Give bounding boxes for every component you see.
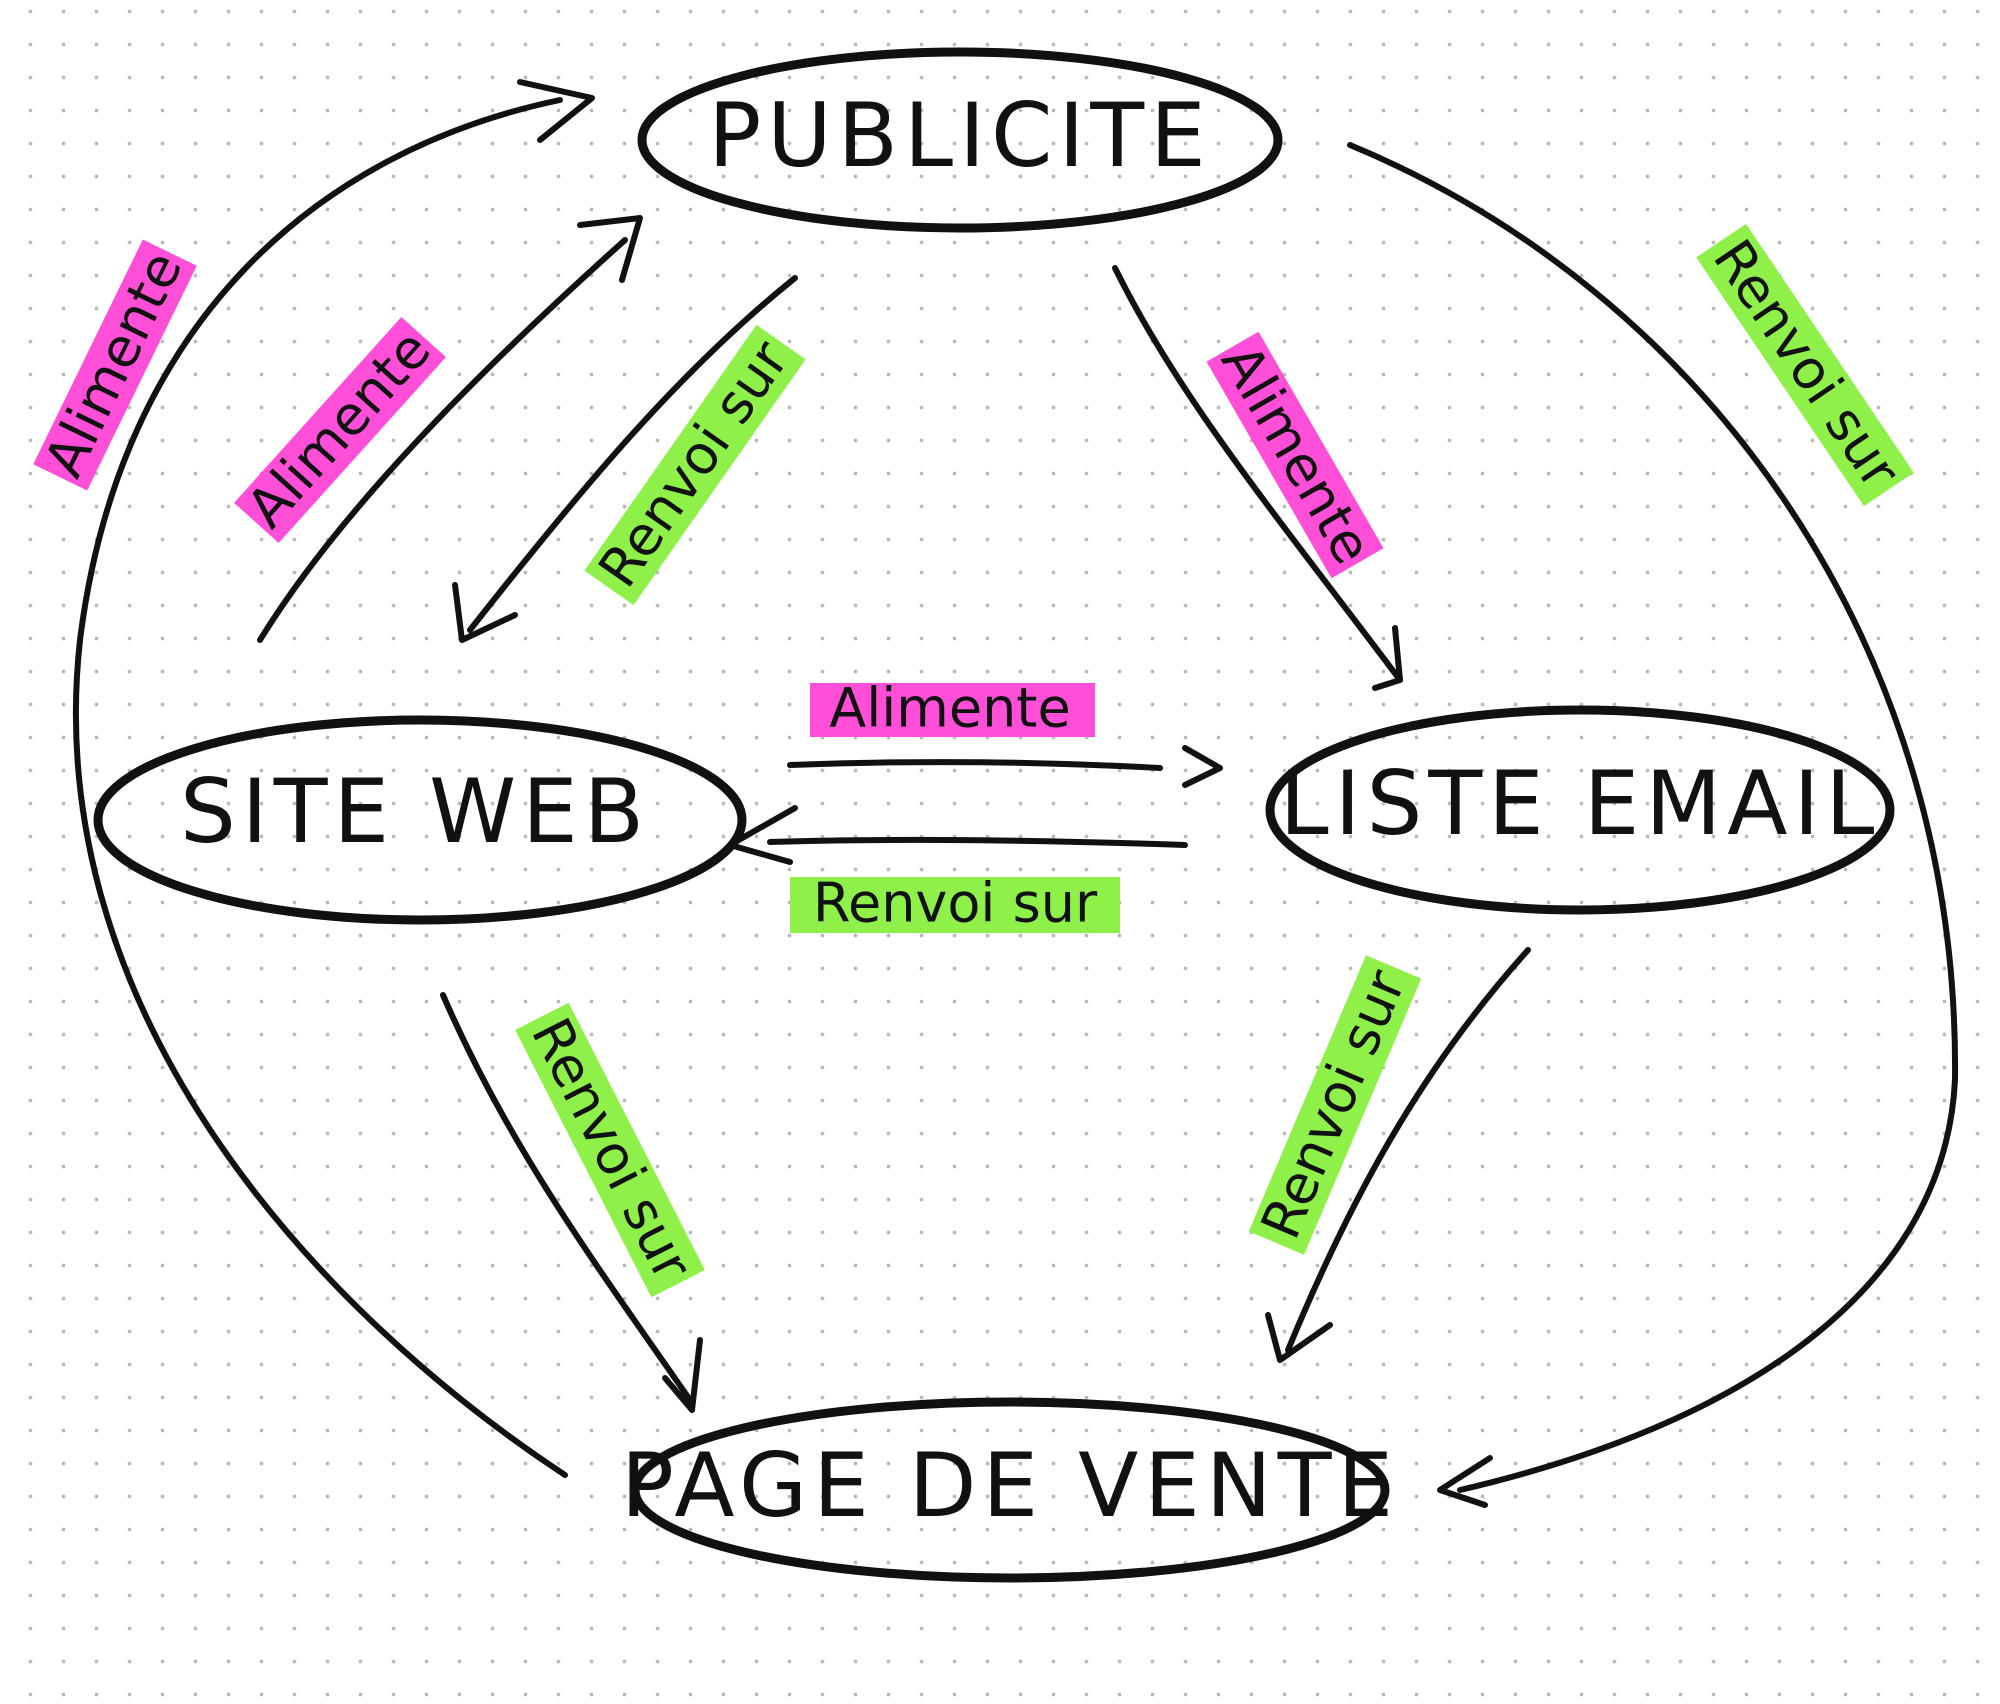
label-renvoi-liste-page: Renvoi sur (1248, 955, 1422, 1255)
label-renvoi-outer-right-text: Renvoi sur (1701, 229, 1913, 501)
label-alimente-site-liste: Alimente (810, 677, 1095, 740)
edge-publicite-to-page-outer (1347, 142, 1959, 1508)
node-page-de-vente: PAGE DE VENTE (621, 1397, 1399, 1583)
node-publicite-ellipse (637, 47, 1283, 233)
node-liste-email-label: LISTE EMAIL (1280, 752, 1881, 855)
node-publicite-label: PUBLICITE (708, 84, 1212, 187)
label-renvoi-outer-right: Renvoi sur (1696, 223, 1914, 507)
label-renvoi-liste-site-highlight (790, 877, 1120, 933)
label-alimente-publicite-liste-highlight (1206, 331, 1384, 579)
label-renvoi-liste-page-highlight (1248, 955, 1422, 1255)
label-alimente-site-liste-text: Alimente (829, 677, 1070, 740)
edge-site-to-publicite (257, 215, 643, 643)
label-renvoi-publicite-site-highlight (584, 324, 806, 606)
label-alimente-site-liste-highlight (810, 683, 1095, 737)
label-renvoi-liste-page-text: Renvoi sur (1249, 960, 1418, 1247)
node-publicite: PUBLICITE (637, 47, 1283, 233)
edge-publicite-to-liste (1112, 265, 1403, 691)
node-liste-email: LISTE EMAIL (1265, 705, 1895, 915)
label-renvoi-site-page-highlight (515, 1002, 705, 1298)
label-renvoi-site-page: Renvoi sur (515, 1002, 705, 1298)
edge-publicite-to-site (452, 275, 798, 643)
node-page-de-vente-label: PAGE DE VENTE (621, 1434, 1399, 1537)
label-renvoi-liste-site: Renvoi sur (790, 872, 1120, 935)
node-site-web: SITE WEB (93, 715, 747, 925)
label-alimente-publicite-liste-text: Alimente (1209, 334, 1384, 575)
label-alimente-site-publicite-highlight (234, 317, 446, 543)
edge-liste-to-site (727, 805, 1188, 865)
label-renvoi-site-page-text: Renvoi sur (519, 1008, 705, 1291)
edge-site-to-liste (787, 745, 1223, 788)
label-alimente-site-publicite-text: Alimente (234, 318, 442, 540)
label-alimente-outer-left-highlight (33, 239, 197, 491)
node-site-web-label: SITE WEB (180, 760, 650, 863)
label-renvoi-liste-site-text: Renvoi sur (813, 872, 1098, 935)
node-page-de-vente-ellipse (630, 1397, 1390, 1583)
edge-liste-to-page (1265, 947, 1531, 1363)
edge-site-to-page (440, 992, 703, 1413)
edge-page-to-publicite-outer (72, 79, 595, 1478)
label-alimente-site-publicite: Alimente (234, 317, 446, 543)
label-renvoi-outer-right-highlight (1696, 223, 1914, 507)
node-site-web-ellipse (93, 715, 747, 925)
node-liste-email-ellipse (1265, 705, 1895, 915)
